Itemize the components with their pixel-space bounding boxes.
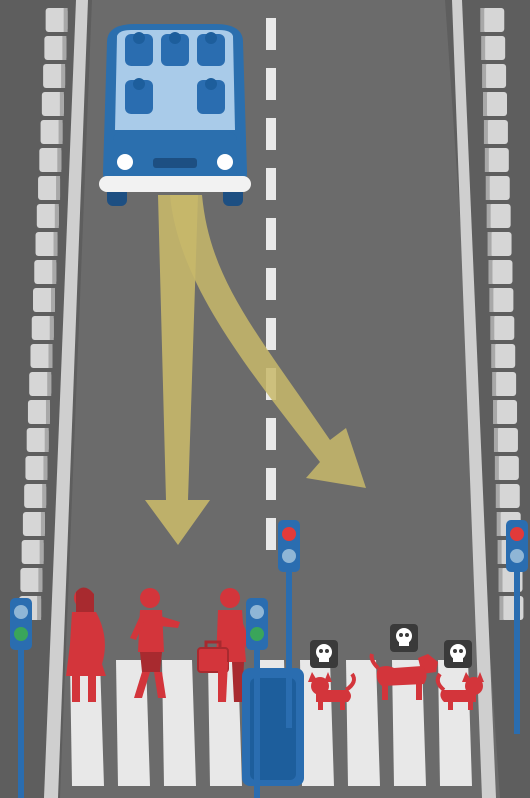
center-lane-line <box>266 18 276 550</box>
median-island <box>242 668 304 786</box>
skull-icon <box>310 640 338 668</box>
skull-icon <box>444 640 472 668</box>
skull-icon <box>390 624 418 652</box>
self-driving-car-icon <box>99 24 251 206</box>
